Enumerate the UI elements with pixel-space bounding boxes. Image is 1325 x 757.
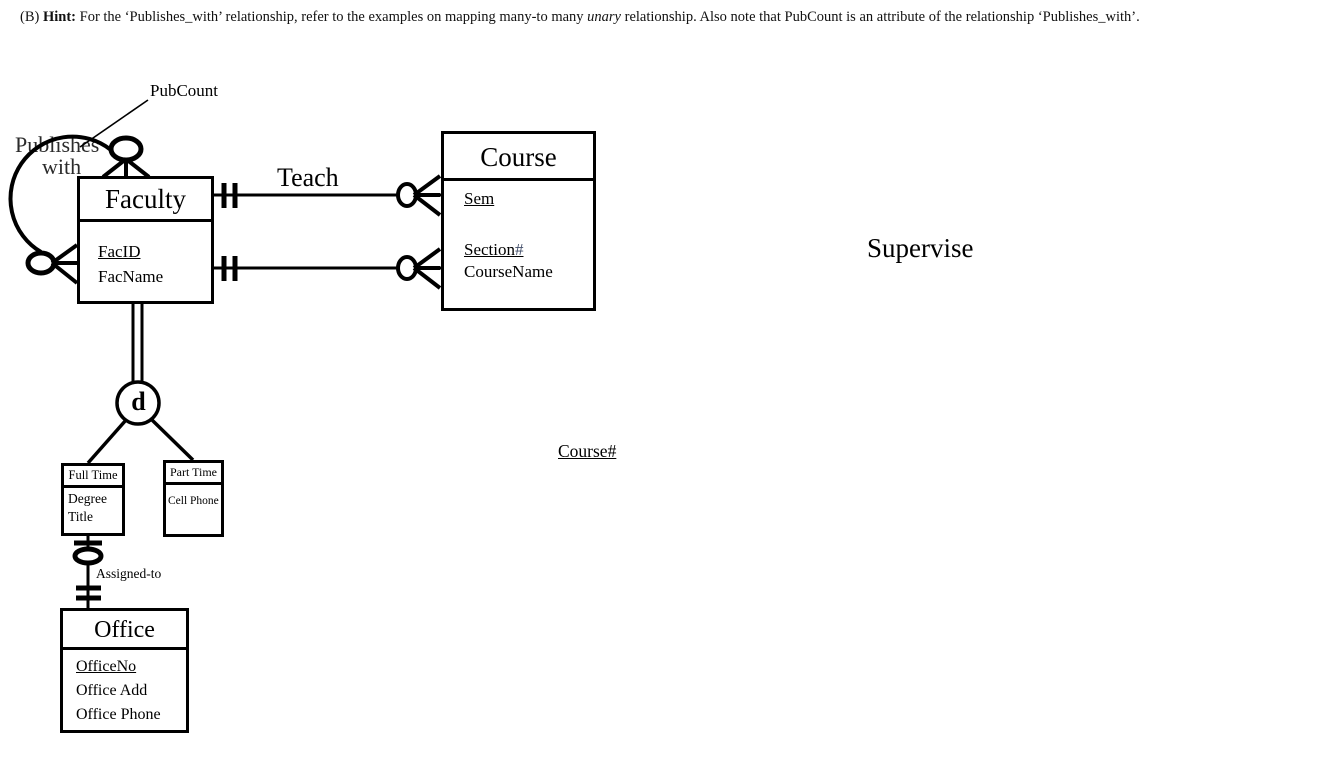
entity-full-time-title: Full Time — [64, 466, 122, 488]
publishes-with-line2: with — [42, 154, 82, 179]
ring-zero — [396, 255, 418, 281]
entity-full-time: Full Time Degree Title — [61, 463, 125, 536]
crowfoot-into-course — [412, 174, 442, 217]
entity-faculty-title: Faculty — [80, 179, 211, 222]
attr-facname: FacName — [98, 267, 164, 286]
entity-office: Office OfficeNo Office Add Office Phone — [60, 608, 189, 733]
link-to-full-time — [86, 418, 128, 465]
hint-body2: relationship. Also note that PubCount is… — [621, 9, 1140, 25]
hash-suffix: # — [515, 240, 524, 259]
attr-officeno: OfficeNo — [76, 658, 137, 675]
attr-title: Title — [68, 509, 94, 524]
publishes-with-loop — [8, 99, 151, 285]
hint-text: (B) Hint: For the ‘Publishes_with’ relat… — [20, 9, 1140, 26]
ring-zero — [72, 546, 104, 566]
hint-italic: unary — [587, 9, 621, 25]
attr-coursename: CourseName — [464, 262, 553, 281]
pubcount-attribute-line — [79, 99, 149, 148]
teach-line-bottom — [213, 247, 442, 290]
attr-facid: FacID — [98, 242, 141, 261]
assigned-to-link — [72, 536, 104, 608]
disjoint-d-label: d — [131, 387, 146, 416]
link-to-part-time — [149, 417, 195, 462]
attr-degree: Degree — [68, 491, 107, 506]
attr-sem: Sem — [464, 189, 495, 208]
crowfoot-into-course — [412, 247, 442, 290]
ring-zero-top — [108, 135, 144, 163]
crowfoot-into-faculty-top — [101, 157, 151, 179]
entity-course: Course Sem Section# CourseName — [441, 131, 596, 311]
attr-office-phone: Office Phone — [76, 706, 161, 723]
supervise-label: Supervise — [867, 233, 974, 263]
hint-bold: Hint: — [42, 9, 76, 25]
crowfoot-into-faculty-left — [50, 243, 79, 285]
disjoint-circle — [115, 380, 161, 426]
attr-office-add: Office Add — [76, 682, 148, 699]
ring-zero — [396, 182, 418, 208]
course-number-label: Course# — [558, 441, 617, 461]
hint-prefix: (B) — [20, 9, 43, 25]
entity-part-time: Part Time Cell Phone — [163, 460, 224, 537]
ring-zero-left — [25, 250, 57, 276]
specialization-link — [86, 303, 195, 465]
entity-part-time-title: Part Time — [166, 463, 221, 485]
teach-line-top — [213, 174, 442, 217]
assigned-to-label: Assigned-to — [96, 566, 162, 581]
pubcount-attribute-label: PubCount — [150, 81, 219, 100]
hint-body1: For the ‘Publishes_with’ relationship, r… — [76, 9, 588, 25]
entity-course-title: Course — [444, 134, 593, 181]
attr-cell-phone: Cell Phone — [168, 495, 219, 507]
teach-relationship-label: Teach — [277, 163, 339, 192]
attr-section-number: Section# — [464, 240, 524, 259]
entity-office-title: Office — [63, 611, 186, 650]
entity-faculty: Faculty FacID FacName — [77, 176, 214, 304]
